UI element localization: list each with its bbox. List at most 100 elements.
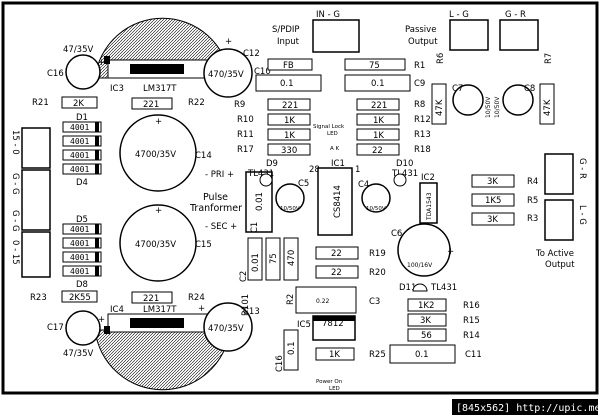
ic5-value: 7812 xyxy=(322,319,344,329)
c8-label: C8 xyxy=(524,84,535,94)
connector-left-mid xyxy=(21,169,51,231)
pin28-label: 28 xyxy=(309,165,320,175)
d2-value: 4001 xyxy=(70,137,89,146)
ic3-value: LM317T xyxy=(143,84,177,94)
r-470-value: 470 xyxy=(287,250,297,266)
spdif-label-1: S/PDIP xyxy=(272,25,300,35)
c11-label: C11 xyxy=(465,350,482,360)
connector-active-r xyxy=(544,153,574,195)
r21-label: R21 xyxy=(32,98,49,108)
r4-label: R4 xyxy=(527,177,538,187)
r20-value: 22 xyxy=(331,268,342,278)
r8-label: R8 xyxy=(414,100,425,110)
ic4-label: IC4 xyxy=(110,305,124,315)
left-pin-label-2: G - G xyxy=(10,173,20,195)
signal-lock-label-1: Signal Lock xyxy=(313,124,345,130)
polarity-plus: + xyxy=(155,117,162,127)
r18-label: R18 xyxy=(414,145,431,155)
sec-label: - SEC + xyxy=(205,222,237,232)
d5-label: D5 xyxy=(76,215,88,225)
cap-c5 xyxy=(275,183,305,213)
c16-label: C16 xyxy=(47,69,64,79)
left-pin-label-3: G - G xyxy=(10,210,20,232)
cap-c4 xyxy=(361,183,391,213)
r20-label: R20 xyxy=(369,268,386,278)
c7-label: C7 xyxy=(452,84,463,94)
polarity-plus: + xyxy=(225,37,232,47)
c5-label: C5 xyxy=(298,179,309,189)
r18-value: 22 xyxy=(372,146,383,156)
c3-value: 0.22 xyxy=(316,298,330,305)
c6-label: C6 xyxy=(391,229,402,239)
power-on-label-1: Power On xyxy=(316,379,343,385)
d1-label: D1 xyxy=(76,113,88,123)
signal-lock-label-2: LED xyxy=(327,131,338,137)
r13-value: 1K xyxy=(373,131,384,141)
r3-value: 3K xyxy=(487,215,498,225)
r17-label: R17 xyxy=(237,145,254,155)
ic1-label: IC1 xyxy=(331,159,345,169)
spdif-label-2: Input xyxy=(277,37,300,47)
c10-value: 0.1 xyxy=(280,79,294,89)
ic4-value: LM317T xyxy=(143,305,177,315)
c10-label: C10 xyxy=(254,67,271,77)
tl431-d9 xyxy=(259,173,273,187)
r21-value: 2K xyxy=(73,99,84,109)
r2-label: R2 xyxy=(286,294,296,305)
ic1-chip xyxy=(317,167,353,236)
r1-value: 75 xyxy=(369,61,380,71)
connector-passive-l xyxy=(449,19,489,51)
connector-active-l xyxy=(544,199,574,241)
c14-value: 4700/35V xyxy=(135,150,176,160)
d6-value: 4001 xyxy=(70,239,89,248)
r13-label: R13 xyxy=(414,130,431,140)
fb-value: FB xyxy=(283,61,294,71)
c17-label: C17 xyxy=(47,323,64,333)
passive-label-1: Passive xyxy=(405,25,436,35)
passive-lg-label: L - G xyxy=(449,10,469,20)
board-outline xyxy=(1,1,599,395)
c15-value: 4700/35V xyxy=(135,240,176,250)
ic2-label: IC2 xyxy=(421,173,435,183)
d4-value: 4001 xyxy=(70,165,89,174)
r7-label: R7 xyxy=(544,53,554,64)
d9-label: D9 xyxy=(266,159,278,169)
r22-value: 221 xyxy=(143,100,159,110)
r6-label: R6 xyxy=(436,53,446,64)
tl431-2: TL431 xyxy=(391,169,418,179)
r22-label: R22 xyxy=(188,98,205,108)
c2-value: 0.01 xyxy=(251,253,261,272)
cap-c12 xyxy=(203,48,253,98)
r16-label: R16 xyxy=(463,301,480,311)
c7-value: 10/50V xyxy=(485,96,492,118)
connector-left-top xyxy=(21,127,51,169)
r17-value: 330 xyxy=(281,146,297,156)
r5-value: 1K5 xyxy=(485,196,501,206)
r5-label: R5 xyxy=(527,196,538,206)
diode-bank-top xyxy=(62,121,102,175)
r9-value: 221 xyxy=(282,101,298,111)
r8-value: 221 xyxy=(371,101,387,111)
polarity-plus: + xyxy=(155,206,162,216)
polarity-plus: + xyxy=(447,247,454,257)
polarity-plus: + xyxy=(98,315,105,325)
d8-label: D8 xyxy=(76,280,88,290)
cap-c15 xyxy=(119,204,197,282)
heatsink-top xyxy=(94,17,231,79)
c9-value: 0.1 xyxy=(371,79,385,89)
r11-label: R11 xyxy=(237,130,254,140)
polarity-plus: + xyxy=(98,58,105,68)
r24-label: R24 xyxy=(188,293,205,303)
d5-value: 4001 xyxy=(70,225,89,234)
r23-value: 2K55 xyxy=(69,293,91,303)
r16-value: 1K2 xyxy=(418,301,434,311)
active-lg-label: L - G xyxy=(577,205,587,225)
c2-label: C2 xyxy=(239,271,249,282)
tl431-d11 xyxy=(412,283,428,292)
c11-value: 0.1 xyxy=(415,350,429,360)
to-active-label-1: To Active xyxy=(535,249,574,259)
connector-left-bot xyxy=(21,231,51,278)
c16b-value: 0.1 xyxy=(287,341,297,355)
c1-value: 0.01 xyxy=(255,192,265,211)
c16-value: 47/35V xyxy=(63,45,93,55)
